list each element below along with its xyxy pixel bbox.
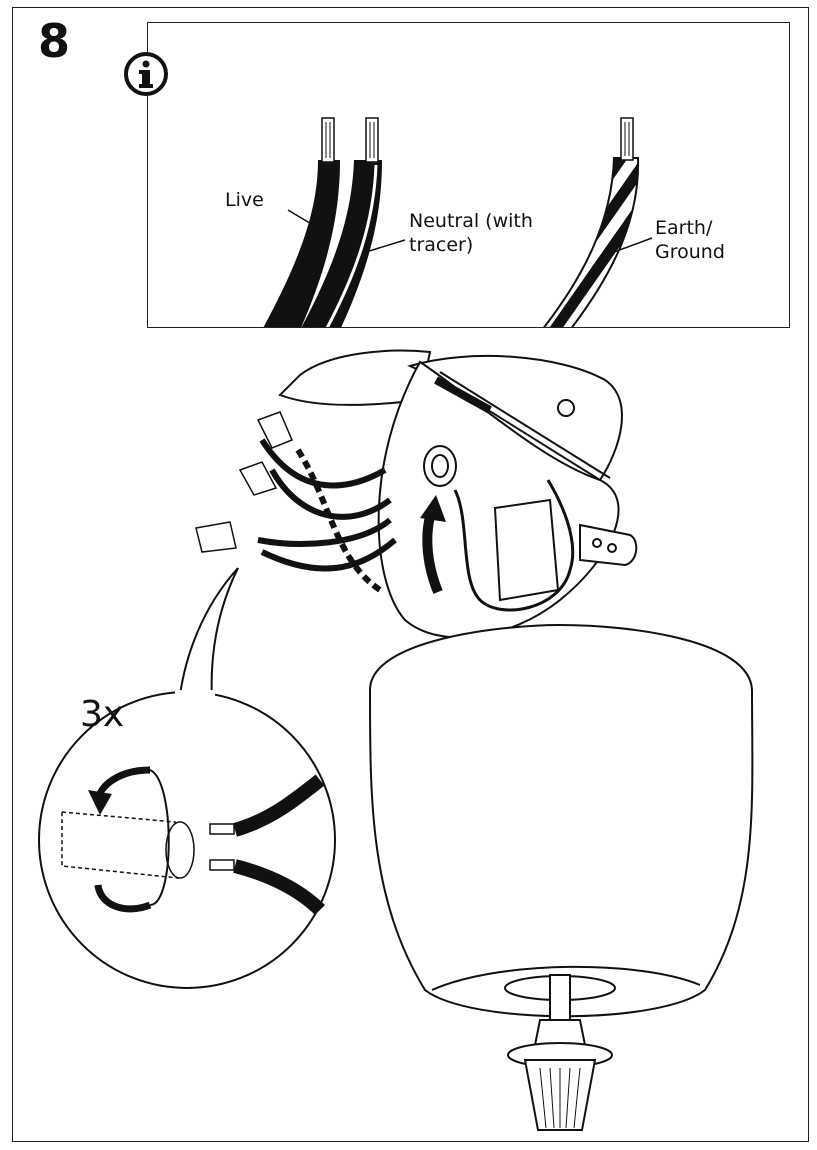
wire-info-panel (147, 22, 790, 328)
page-frame (12, 7, 809, 1142)
live-wire (263, 117, 340, 327)
canopy-wires (257, 438, 397, 593)
wire-connector-icons (195, 411, 293, 553)
live-pointer (287, 209, 319, 229)
earth-label-line1: Earth/ (655, 217, 713, 239)
earth-label-line2: Ground (655, 241, 725, 263)
lamp-shade (368, 623, 754, 1131)
step-number: 8 (38, 14, 71, 68)
rotate-arrow-head-icon (420, 495, 446, 522)
earth-wire (543, 117, 640, 327)
live-label: Live (225, 189, 264, 211)
repeat-count: 3x (80, 694, 125, 735)
neutral-wire (301, 117, 382, 327)
earth-label: Earth/ Ground (655, 216, 755, 264)
neutral-pointer (365, 239, 406, 253)
neutral-label: Neutral (with tracer) (409, 209, 559, 257)
ceiling-canopy (278, 349, 638, 639)
earth-pointer (605, 237, 653, 256)
neutral-label-line1: Neutral (with (409, 210, 533, 232)
detail-callout (38, 567, 336, 989)
neutral-label-line2: tracer) (409, 234, 474, 256)
info-icon (124, 52, 168, 96)
